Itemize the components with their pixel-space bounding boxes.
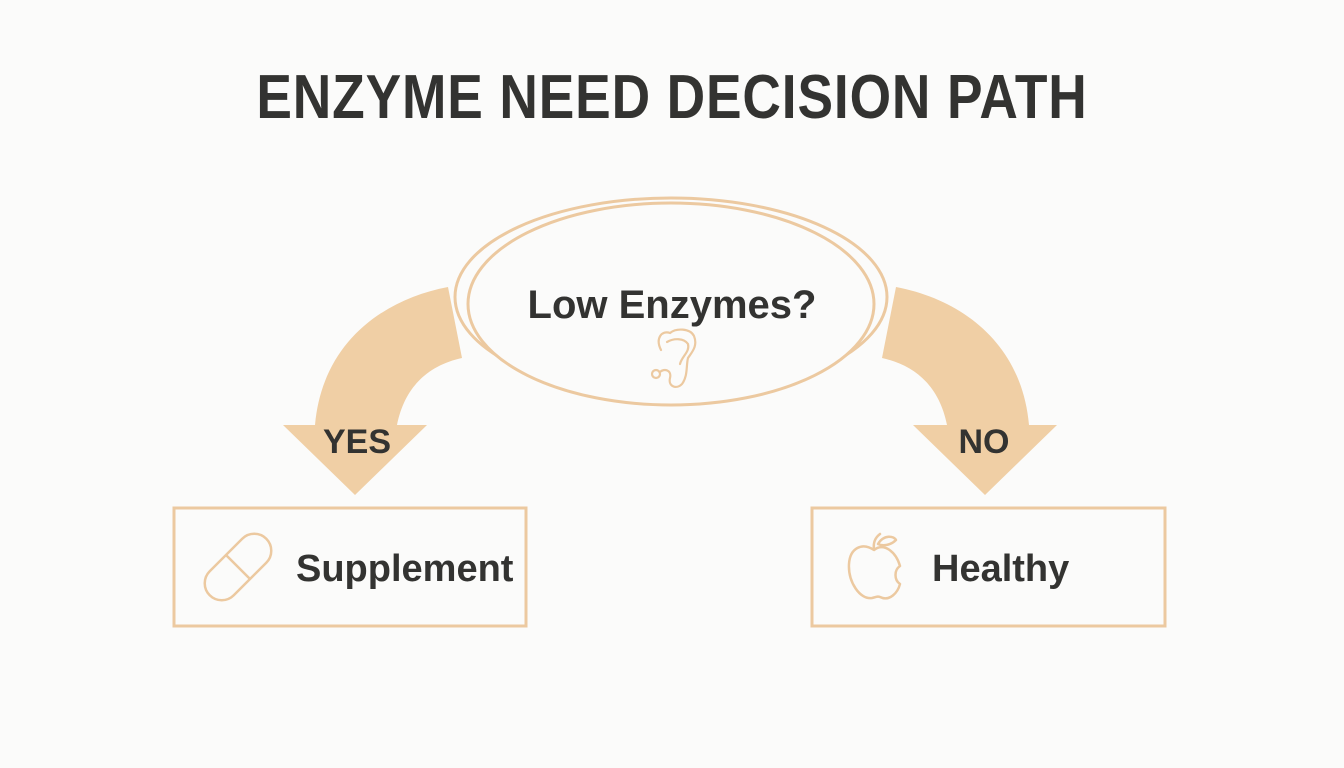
no-label: NO (959, 423, 1010, 461)
no-arrow (882, 287, 1057, 495)
page-title: ENZYME NEED DECISION PATH (256, 63, 1088, 132)
outcome-healthy-label: Healthy (932, 548, 1069, 590)
decision-node: Low Enzymes? (453, 196, 889, 407)
outcome-supplement: Supplement (172, 506, 528, 628)
outcome-healthy: Healthy (810, 506, 1167, 628)
decision-question: Low Enzymes? (528, 283, 817, 327)
yes-arrow (283, 287, 462, 495)
outcome-supplement-label: Supplement (296, 548, 514, 590)
capsule-icon (203, 532, 273, 602)
apple-icon (847, 532, 902, 600)
intestine-icon (650, 328, 697, 388)
yes-label: YES (323, 423, 391, 461)
